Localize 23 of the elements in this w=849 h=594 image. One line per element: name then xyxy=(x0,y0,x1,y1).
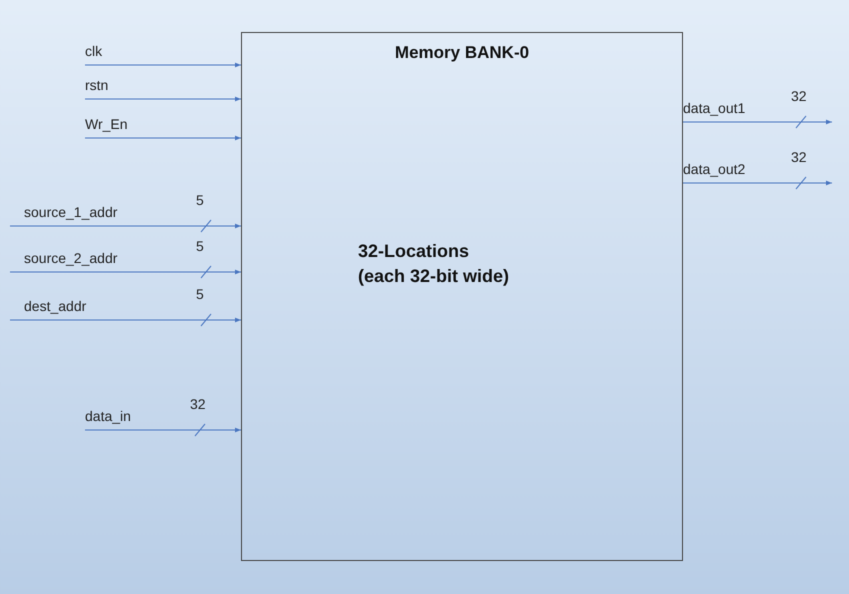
memory-block xyxy=(241,32,683,561)
signal-arrow xyxy=(84,62,242,68)
signal-name: clk xyxy=(85,41,241,65)
bus-width: 32 xyxy=(190,396,206,412)
signal-arrow xyxy=(84,428,242,432)
signal-arrow xyxy=(10,224,242,228)
signal-arrow xyxy=(10,270,242,274)
bus-width: 32 xyxy=(791,149,807,165)
bus-width: 5 xyxy=(196,286,204,302)
signal-arrow xyxy=(682,180,832,186)
signal-arrow xyxy=(84,96,242,102)
signal-name: data_out1 xyxy=(683,100,746,116)
signal-name: Wr_En xyxy=(85,114,241,138)
bus-width: 5 xyxy=(196,238,204,254)
signal-arrow xyxy=(10,318,242,322)
signal-arrow xyxy=(84,136,242,140)
signal-arrow xyxy=(682,120,832,124)
signal-name: rstn xyxy=(85,75,241,99)
bus-width: 5 xyxy=(196,192,204,208)
block-description: 32-Locations (each 32-bit wide) xyxy=(358,240,510,288)
block-title: Memory BANK-0 xyxy=(394,43,530,63)
bus-width: 32 xyxy=(791,88,807,104)
signal-name: data_out2 xyxy=(683,161,746,177)
